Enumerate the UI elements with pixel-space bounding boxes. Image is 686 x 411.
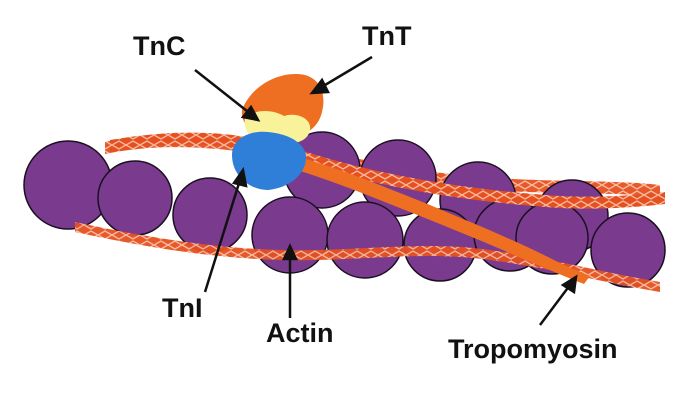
label-actin: Actin [266,318,334,348]
tnc-arrowhead [240,104,261,122]
tnt-arrow-line [319,55,373,90]
actin-monomer [326,201,404,279]
troponin-t-tail [268,150,590,284]
actin-arrowhead [282,243,298,261]
label-tni: TnI [162,293,203,323]
tni-arrowhead [231,166,248,188]
label-tnt: TnT [362,21,412,51]
tropomyosin-strand-upper [110,132,665,209]
actin-monomer [23,140,113,230]
actin-monomer [97,160,173,236]
label-tropomyosin: Tropomyosin [448,334,618,364]
label-arrows [194,55,578,326]
tnt-arrowhead [309,77,330,95]
tropomyosin-arrowhead [560,274,578,295]
tropomyosin-arrow-line [539,284,571,326]
actin-monomer [590,212,666,288]
tni-arrow-line [203,179,242,293]
troponin-i [232,131,307,190]
tropomyosin-strand-front [75,222,660,292]
tnc-arrow-line [194,69,253,116]
label-tnc: TnC [133,31,185,61]
